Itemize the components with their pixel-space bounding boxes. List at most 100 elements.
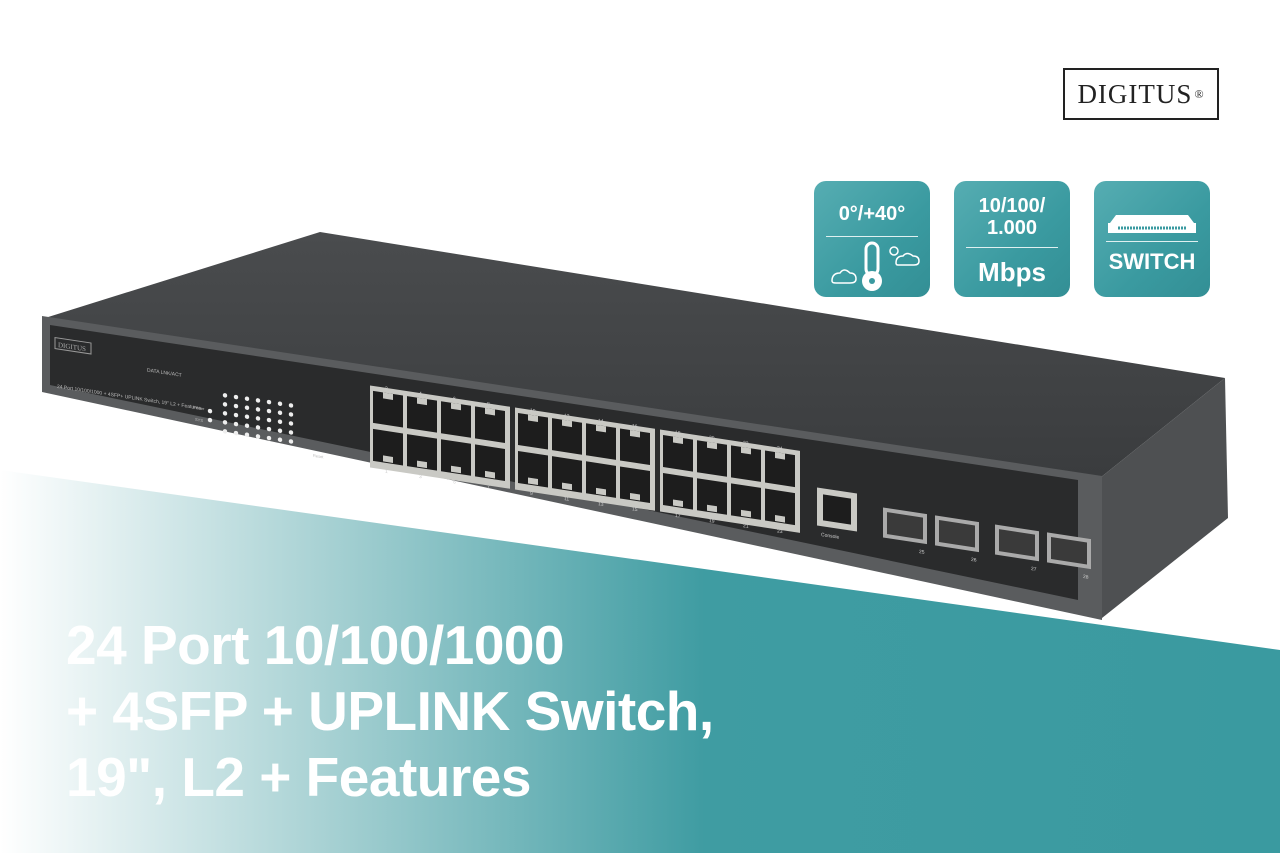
- led: [233, 403, 239, 409]
- led: [277, 410, 283, 415]
- led: [255, 425, 261, 430]
- port-number: 18: [675, 430, 681, 437]
- port-latch: [673, 499, 683, 508]
- headline-line-1: 24 Port 10/100/1000: [66, 614, 565, 676]
- port-latch: [741, 509, 751, 518]
- sfp-number: 26: [971, 557, 977, 564]
- led: [222, 420, 228, 425]
- rj45-port: [475, 444, 505, 481]
- led: [233, 394, 239, 400]
- rj45-port: [518, 412, 548, 450]
- port-latch: [383, 392, 393, 400]
- sfp-number: 28: [1083, 574, 1089, 581]
- led: [233, 412, 239, 418]
- led: [233, 430, 239, 436]
- led: [266, 435, 272, 441]
- rj45-port: [663, 473, 693, 510]
- led: [255, 416, 261, 421]
- port-latch: [775, 452, 785, 460]
- led: [222, 393, 228, 398]
- led: [255, 407, 261, 412]
- speed-line-1: 10/100/: [978, 195, 1046, 217]
- led: [277, 437, 283, 442]
- port-latch: [562, 482, 572, 491]
- port-number: 13: [598, 501, 604, 508]
- port-latch: [383, 455, 393, 463]
- rj45-port: [407, 396, 437, 433]
- console-label: Console: [821, 532, 840, 541]
- port-latch: [775, 515, 785, 523]
- power-label: Power: [193, 405, 205, 412]
- rj45-port: [373, 428, 403, 466]
- port-number: 4: [419, 391, 422, 397]
- rj45-port: [731, 445, 761, 482]
- port-number: 21: [743, 523, 749, 530]
- port-number: 14: [598, 418, 604, 425]
- rj45-port: [475, 406, 505, 443]
- rj45-port: [518, 450, 548, 488]
- led: [288, 412, 294, 417]
- port-number: 16: [632, 423, 638, 430]
- rj45-port: [765, 488, 795, 526]
- port-number: 15: [632, 506, 638, 513]
- port-number: 12: [564, 413, 570, 420]
- led: [288, 421, 294, 426]
- teal-band: [0, 470, 1280, 853]
- speed-badge: 10/100/ 1.000 Mbps: [954, 181, 1070, 297]
- rj45-port: [586, 461, 616, 498]
- sfp-slot: [939, 520, 975, 548]
- port-latch: [417, 397, 427, 406]
- sfp-number: 27: [1031, 566, 1037, 573]
- port-latch: [485, 407, 495, 416]
- led: [277, 401, 283, 406]
- led: [222, 411, 228, 416]
- port-latch: [485, 470, 495, 479]
- sfp-number: 25: [919, 549, 925, 556]
- temperature-range: 0°/+40°: [838, 203, 906, 225]
- port-number: 24: [777, 445, 783, 452]
- sys-led: [207, 417, 213, 423]
- rj45-port: [441, 439, 471, 476]
- led: [266, 417, 272, 423]
- switch-label: SWITCH: [1108, 249, 1196, 274]
- led: [288, 403, 294, 408]
- port-latch: [562, 419, 572, 428]
- port-latch: [707, 504, 717, 513]
- rj45-port: [697, 478, 727, 515]
- port-number: 2: [385, 386, 388, 392]
- rj45-port: [586, 423, 616, 460]
- port-number: 6: [453, 396, 456, 402]
- sfp-slot: [1051, 537, 1087, 565]
- headline-line-2: + 4SFP + UPLINK Switch,: [66, 680, 714, 742]
- port-latch: [707, 441, 717, 450]
- led: [222, 402, 228, 407]
- sfp-slot: [887, 512, 923, 540]
- speed-line-2: 1.000: [986, 217, 1038, 239]
- switch-side: [1100, 378, 1228, 618]
- rj45-port: [620, 466, 650, 504]
- port-latch: [673, 436, 683, 445]
- temperature-badge: 0°/+40°: [814, 181, 930, 297]
- port-number: 17: [675, 513, 681, 520]
- panel-logo-box: [54, 336, 92, 355]
- led: [266, 399, 272, 405]
- port-latch: [451, 465, 461, 474]
- headline: 24 Port 10/100/1000 + 4SFP + UPLINK Swit…: [66, 612, 714, 810]
- reset-label: Reset: [313, 453, 324, 460]
- led: [255, 398, 261, 403]
- port-number: 20: [709, 435, 715, 442]
- rj45-port: [373, 390, 403, 428]
- led: [222, 429, 228, 434]
- led: [266, 408, 272, 414]
- led: [244, 405, 250, 410]
- port-latch: [451, 402, 461, 411]
- port-number: 19: [709, 518, 715, 525]
- led: [244, 396, 250, 401]
- led: [277, 419, 283, 424]
- port-latch: [596, 487, 606, 496]
- rj45-port: [552, 456, 582, 493]
- port-latch: [417, 460, 427, 469]
- led: [244, 414, 250, 419]
